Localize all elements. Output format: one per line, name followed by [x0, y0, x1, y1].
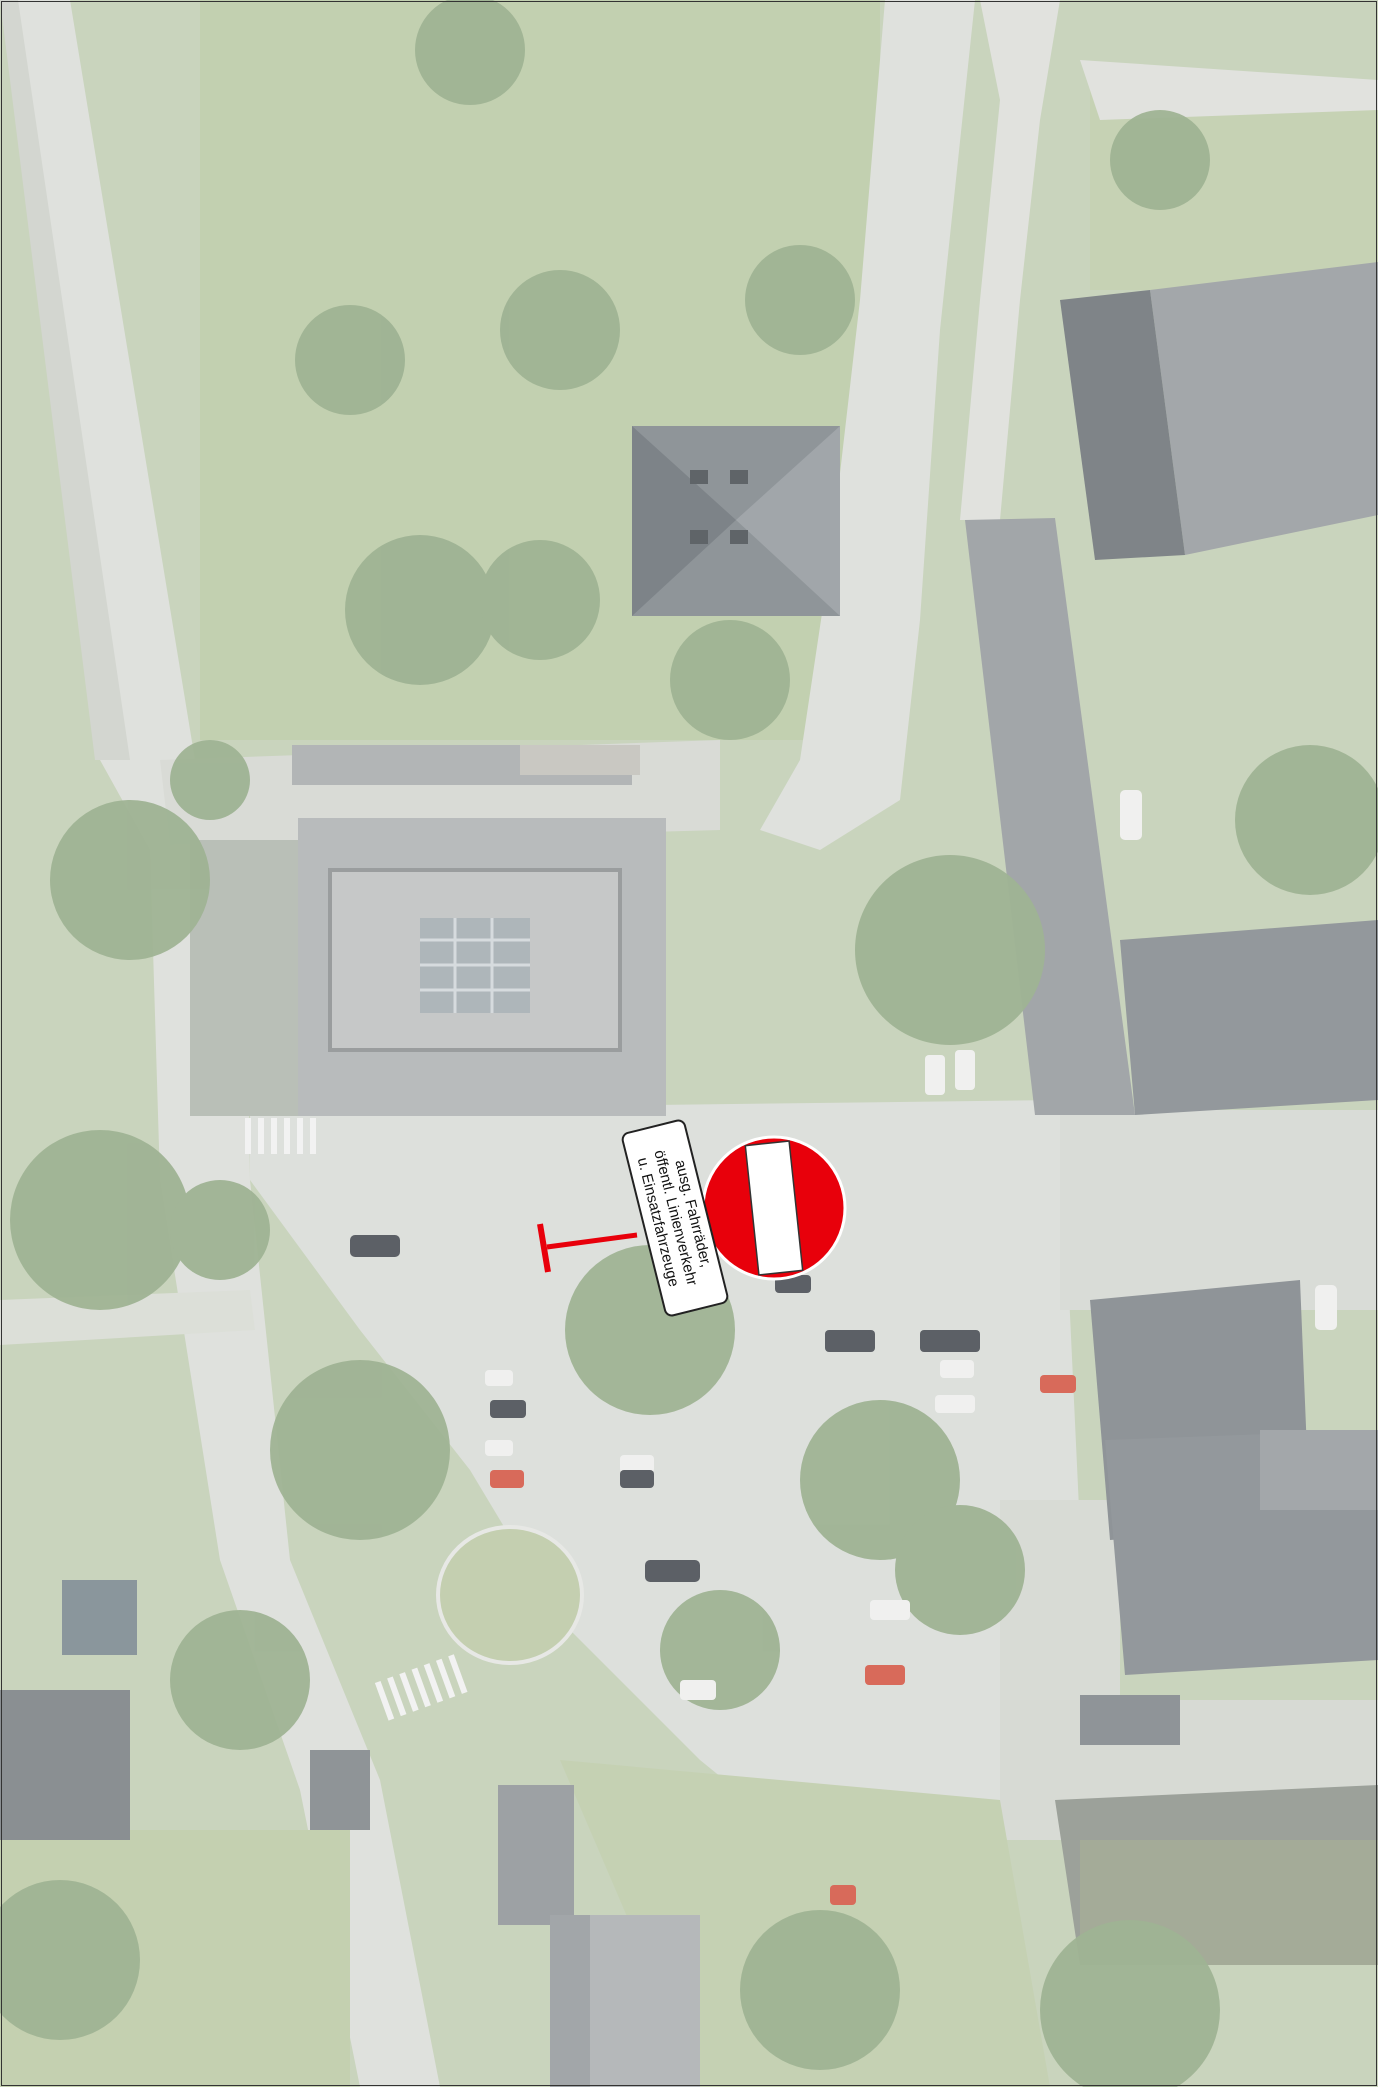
no-entry-sign-icon [701, 1135, 847, 1281]
barrier-symbol [537, 1223, 638, 1273]
